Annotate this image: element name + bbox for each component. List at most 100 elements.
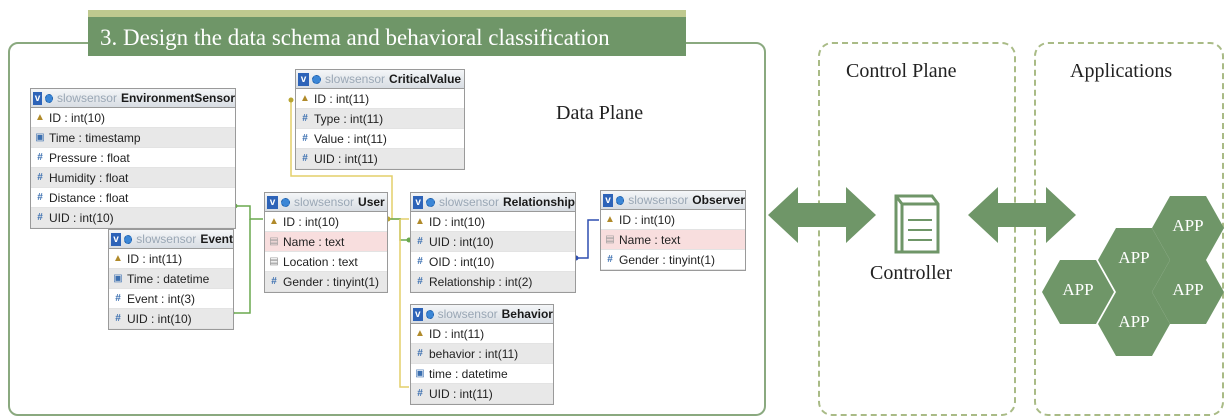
db-name: slowsensor [136, 232, 197, 246]
gear-icon [426, 197, 435, 207]
number-icon: # [417, 276, 423, 287]
gear-icon [425, 309, 434, 319]
gear-icon [281, 197, 290, 207]
field-label: Relationship : int(2) [429, 274, 533, 289]
field-row: ▣ Time : timestamp [31, 128, 235, 148]
view-icon: v [603, 193, 613, 207]
number-icon: # [115, 293, 121, 304]
app-hexagon: APP [1152, 196, 1224, 260]
field-row: ▲ID : int(11) [296, 89, 464, 109]
field-label: ID : int(11) [429, 326, 485, 341]
field-label: Location : text [283, 254, 358, 269]
number-icon: # [302, 153, 308, 164]
db-name: slowsensor [325, 72, 386, 86]
db-name: slowsensor [437, 307, 498, 321]
banner-title: 3. Design the data schema and behavioral… [100, 25, 610, 50]
field-row: # UID : int(11) [411, 384, 553, 404]
field-label: Humidity : float [49, 170, 129, 185]
field-label: UID : int(10) [429, 234, 494, 249]
key-icon: ▲ [113, 253, 123, 264]
field-row: #Distance : float [31, 188, 235, 208]
key-icon: ▲ [300, 93, 310, 104]
view-icon: v [298, 72, 309, 86]
table-name: EnvironmentSensor [120, 91, 235, 105]
gear-icon [312, 74, 321, 84]
field-label: Type : int(11) [314, 111, 384, 126]
field-label: Event : int(3) [127, 291, 196, 306]
field-label: Gender : tinyint(1) [283, 274, 380, 289]
field-label: Name : text [619, 232, 681, 247]
text-icon: ▤ [269, 256, 279, 267]
arrow-data-control [768, 187, 876, 243]
field-label: Time : timestamp [49, 130, 141, 145]
field-row: #OID : int(10) [411, 252, 575, 272]
db-name: slowsensor [628, 193, 689, 207]
line-env-user [235, 205, 263, 220]
field-row: #Value : int(11) [296, 129, 464, 149]
field-row: ▲ ID : int(10) [31, 108, 235, 128]
gear-icon [615, 195, 625, 205]
field-label: behavior : int(11) [429, 346, 519, 361]
view-icon: v [267, 195, 278, 209]
clock-icon: ▣ [113, 273, 123, 284]
number-icon: # [37, 192, 43, 203]
line-event-user [232, 219, 251, 314]
field-row: #UID : int(10) [411, 232, 575, 252]
db-name: slowsensor [294, 195, 355, 209]
app-label: APP [1172, 216, 1204, 235]
text-icon: ▤ [605, 234, 615, 245]
table-name: User [358, 195, 385, 209]
view-icon: v [413, 195, 424, 209]
number-icon: # [302, 113, 308, 124]
view-icon: v [33, 91, 43, 105]
field-row: ▣time : datetime [411, 364, 553, 384]
field-row: # Gender : tinyint(1) [265, 272, 387, 292]
number-icon: # [417, 388, 423, 399]
table-name: CriticalValue [389, 72, 462, 86]
table-name: Relationship [502, 195, 575, 209]
table-name: Behavior [501, 307, 553, 321]
field-label: Pressure : float [49, 150, 130, 165]
field-row: # Relationship : int(2) [411, 272, 575, 292]
key-icon: ▲ [415, 216, 425, 227]
table-name: Observer [692, 193, 745, 207]
field-label: ID : int(10) [429, 214, 486, 229]
app-label: APP [1062, 280, 1094, 299]
key-icon: ▲ [35, 112, 45, 123]
number-icon: # [37, 152, 43, 163]
field-row: # Pressure : float [31, 148, 235, 168]
control-plane-panel [818, 42, 1016, 416]
field-label: ID : int(10) [619, 212, 676, 227]
controller-label: Controller [870, 262, 953, 284]
section-banner: 3. Design the data schema and behavioral… [88, 10, 686, 56]
field-row: #Gender : tinyint(1) [601, 250, 745, 270]
field-label: UID : int(11) [429, 386, 493, 401]
clock-icon: ▣ [35, 132, 45, 143]
app-label: APP [1118, 312, 1150, 331]
field-label: OID : int(10) [429, 254, 495, 269]
field-label: ID : int(11) [127, 251, 183, 266]
number-icon: # [37, 172, 43, 183]
number-icon: # [271, 276, 277, 287]
clock-icon: ▣ [415, 368, 425, 379]
field-label: ID : int(10) [283, 214, 340, 229]
key-icon: ▲ [415, 328, 425, 339]
field-label: ID : int(10) [49, 110, 106, 125]
field-row: ▲ ID : int(10) [411, 212, 575, 232]
number-icon: # [302, 133, 308, 144]
field-row: # Humidity : float [31, 168, 235, 188]
field-label: UID : int(11) [314, 151, 378, 166]
